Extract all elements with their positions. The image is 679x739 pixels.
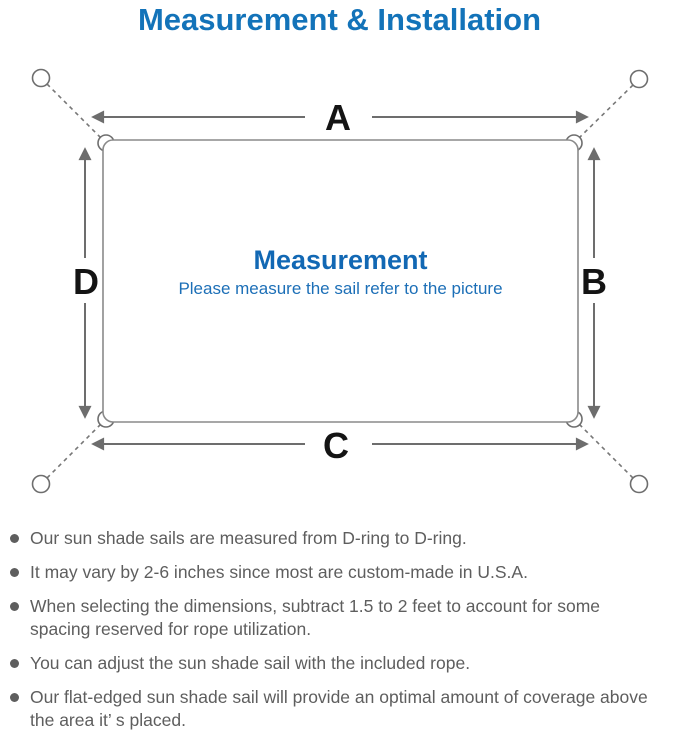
instruction-text: Our sun shade sails are measured from D-… (30, 528, 467, 548)
instruction-text: Our flat-edged sun shade sail will provi… (30, 687, 648, 730)
mounting-ring-top-left-icon (31, 68, 51, 88)
anchor-rope-bottom-left (46, 424, 101, 479)
sail-measurement-diagram: A B C D (31, 68, 649, 494)
bullet-dot-icon (10, 659, 19, 668)
dimension-label-a: A (325, 97, 351, 138)
instruction-text: When selecting the dimensions, subtract … (30, 596, 601, 639)
dimension-arrows (78, 110, 601, 451)
bullet-dot-icon (10, 693, 19, 702)
page-title: Measurement & Installation (137, 2, 542, 37)
mounting-rings (31, 68, 649, 494)
instruction-text: It may vary by 2-6 inches since most are… (30, 562, 528, 582)
list-item: Our flat-edged sun shade sail will provi… (5, 686, 665, 732)
bullet-dot-icon (10, 568, 19, 577)
list-item: Our sun shade sails are measured from D-… (5, 527, 665, 550)
list-item: It may vary by 2-6 inches since most are… (5, 561, 665, 584)
anchor-rope-bottom-right (579, 424, 634, 479)
dimension-label-b: B (581, 261, 607, 302)
anchor-rope-top-right (579, 84, 634, 138)
instruction-text: You can adjust the sun shade sail with t… (30, 653, 471, 673)
dimension-label-c: C (323, 425, 349, 466)
mounting-ring-top-right-icon (629, 69, 649, 89)
list-item: When selecting the dimensions, subtract … (5, 595, 665, 641)
dimension-label-d: D (73, 261, 99, 302)
mounting-ring-bottom-left-icon (31, 474, 51, 494)
mounting-ring-bottom-right-icon (629, 474, 649, 494)
bullet-dot-icon (10, 534, 19, 543)
list-item: You can adjust the sun shade sail with t… (5, 652, 665, 675)
instruction-list: Our sun shade sails are measured from D-… (5, 527, 665, 739)
bullet-dot-icon (10, 602, 19, 611)
sail-outline (102, 139, 579, 423)
anchor-rope-top-left (46, 83, 101, 138)
